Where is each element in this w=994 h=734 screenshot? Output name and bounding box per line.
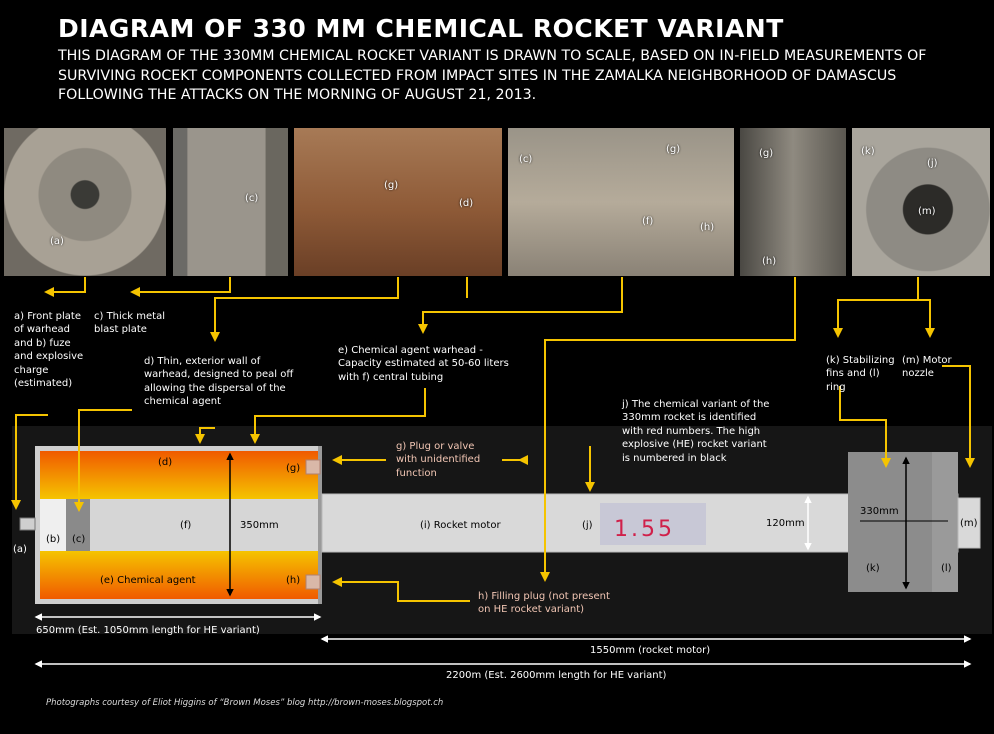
- front-plate: [318, 446, 322, 604]
- note-nozzle: (m) Motor nozzle: [902, 355, 952, 380]
- page-title: DIAGRAM OF 330 MM CHEMICAL ROCKET VARIAN…: [58, 14, 784, 43]
- diagram-label-e: (e) Chemical agent: [100, 575, 196, 586]
- front-plate-b: [40, 499, 66, 551]
- photo-label-c: (c): [245, 193, 259, 204]
- plug-h: [305, 574, 321, 590]
- note-chemical-warhead: e) Chemical agent warhead - Capacity est…: [338, 345, 509, 383]
- photo-label-j: (j): [927, 158, 938, 169]
- photo-label-c2: (c): [519, 154, 533, 165]
- diagram-label-b: (b): [46, 534, 60, 545]
- photo-label-g: (g): [384, 180, 399, 191]
- photo-label-g2: (g): [666, 144, 681, 155]
- diagram-label-a: (a): [13, 544, 27, 555]
- note-exterior-wall: d) Thin, exterior wall of warhead, desig…: [144, 356, 294, 408]
- diagram-label-d: (d): [158, 457, 172, 468]
- motor-diameter-label: 120mm: [766, 518, 805, 529]
- note-blast-plate: c) Thick metal blast plate: [94, 311, 165, 336]
- photo-plug-valve: (g) (h): [740, 128, 846, 276]
- diagram-label-c: (c): [72, 534, 85, 545]
- photo-rocket-motor-ground: (g) (d): [294, 128, 502, 276]
- serial-number: 1.55: [614, 517, 675, 542]
- diagram-label-l: (l): [941, 563, 952, 574]
- note-front-plate: a) Front plate of warhead and b) fuze an…: [14, 311, 84, 390]
- note-fins-ring: (k) Stabilizing fins and (l) ring: [826, 355, 895, 393]
- warhead-diameter-label: 350mm: [240, 520, 279, 531]
- photo-label-a: (a): [50, 236, 64, 247]
- leader-lines: [11, 277, 975, 602]
- photo-credit: Photographs courtesy of Eliot Higgins of…: [46, 698, 444, 708]
- diagram-label-m: (m): [960, 518, 978, 529]
- page-subtitle: THIS DIAGRAM OF THE 330MM CHEMICAL ROCKE…: [58, 48, 927, 103]
- nozzle-m: [957, 497, 981, 549]
- diagram-label-k: (k): [866, 563, 880, 574]
- diagram-label-f: (f): [180, 520, 191, 531]
- serial-plate: [600, 503, 706, 545]
- diagram-label-h: (h): [286, 575, 300, 586]
- motor-length-label: 1550mm (rocket motor): [590, 645, 711, 656]
- photo-label-m: (m): [918, 206, 936, 217]
- photo-label-g3: (g): [759, 148, 774, 159]
- ring-l: [932, 452, 958, 592]
- warhead-lower-chamber: [40, 551, 318, 599]
- photo-label-h2: (h): [762, 256, 777, 267]
- note-plug-valve: g) Plug or valve with unidentified funct…: [396, 441, 481, 479]
- warhead-length-label: 650mm (Est. 1050mm length for HE variant…: [36, 625, 260, 636]
- note-serial-identification: j) The chemical variant of the 330mm roc…: [622, 399, 770, 464]
- photo-front-plate: (a): [4, 128, 166, 276]
- total-length-label: 2200m (Est. 2600mm length for HE variant…: [446, 670, 667, 681]
- diagram-label-j: (j): [582, 520, 593, 531]
- photo-fins-ring: (k) (j) (m): [852, 128, 990, 276]
- warhead-body: [19, 446, 322, 604]
- photo-label-k: (k): [861, 146, 875, 157]
- fuze-a: [19, 517, 36, 531]
- photo-label-h: (h): [700, 222, 715, 233]
- photo-blast-plate: (c): [173, 128, 288, 276]
- photo-label-d: (d): [459, 198, 474, 209]
- photo-label-f: (f): [642, 216, 654, 227]
- diagram-label-i: (i) Rocket motor: [420, 520, 501, 531]
- note-filling-plug: h) Filling plug (not present on HE rocke…: [478, 591, 610, 616]
- fin-diameter-label: 330mm: [860, 506, 899, 517]
- warhead-upper-chamber: [40, 451, 318, 499]
- plug-g: [305, 459, 321, 475]
- photo-warhead-tubing: (c) (g) (f) (h): [508, 128, 734, 276]
- fin-assembly-k: [848, 452, 932, 592]
- diagram-label-g: (g): [286, 463, 300, 474]
